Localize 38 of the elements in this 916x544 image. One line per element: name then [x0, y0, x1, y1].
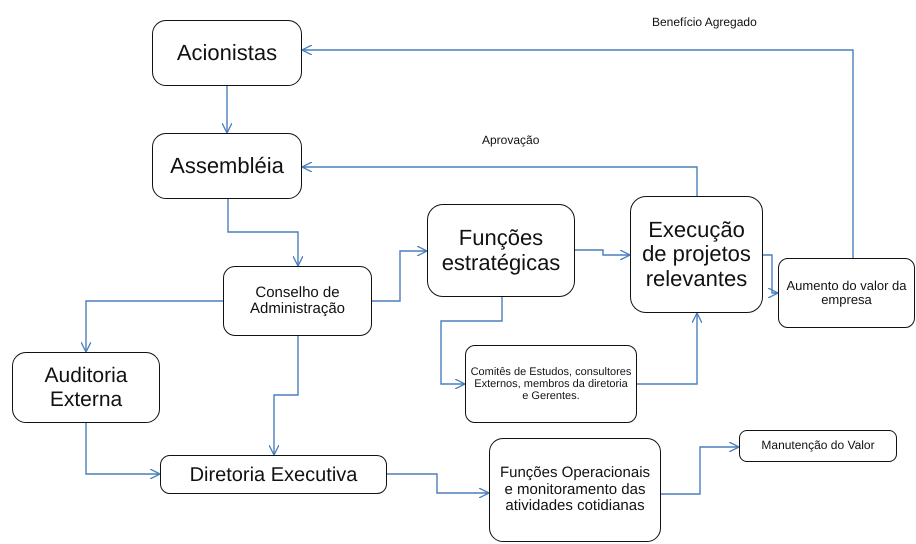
node-text: Aumento do valor da empresa [786, 278, 908, 308]
node-text: Diretoria Executiva [190, 464, 358, 486]
node-text: Funções estratégicas [440, 226, 562, 275]
arrow [387, 473, 490, 499]
edge-label: Aprovação [482, 133, 540, 147]
node-text: Manutenção do Valor [761, 439, 875, 453]
process-box [223, 266, 372, 336]
process-box [630, 196, 763, 313]
process-box [489, 438, 661, 542]
arrow [268, 336, 299, 456]
process-box [739, 430, 897, 462]
arrow [637, 312, 703, 385]
process-box [12, 352, 160, 423]
arrow [440, 297, 503, 390]
arrow [221, 86, 233, 134]
process-box [160, 455, 387, 494]
arrow [85, 423, 161, 480]
arrow [372, 245, 428, 302]
arrow [227, 199, 304, 267]
arrow [661, 441, 740, 495]
process-box [427, 204, 575, 297]
edge-label: Benefício Agregado [652, 15, 757, 29]
node-text: Conselho de Administração [248, 284, 346, 318]
arrow [301, 44, 854, 258]
node-text: Funções Operacionais e monitoramento das atividades cotidianas [498, 465, 652, 515]
node-text: Assembléia [170, 154, 284, 178]
process-box [465, 345, 637, 423]
arrow [301, 161, 698, 196]
node-text: Acionistas [176, 40, 278, 66]
arrow [575, 249, 631, 261]
process-box [778, 258, 915, 328]
arrow [80, 300, 223, 353]
node-text: Comitês de Estudos, consultores Externos, membros da diretoria e Gerentes. [470, 366, 632, 402]
node-text: Auditoria Externa [44, 364, 128, 411]
node-text: Execução de projetos relevantes [641, 218, 752, 291]
arrow [763, 254, 779, 299]
process-box [152, 133, 302, 199]
process-box [152, 20, 302, 86]
